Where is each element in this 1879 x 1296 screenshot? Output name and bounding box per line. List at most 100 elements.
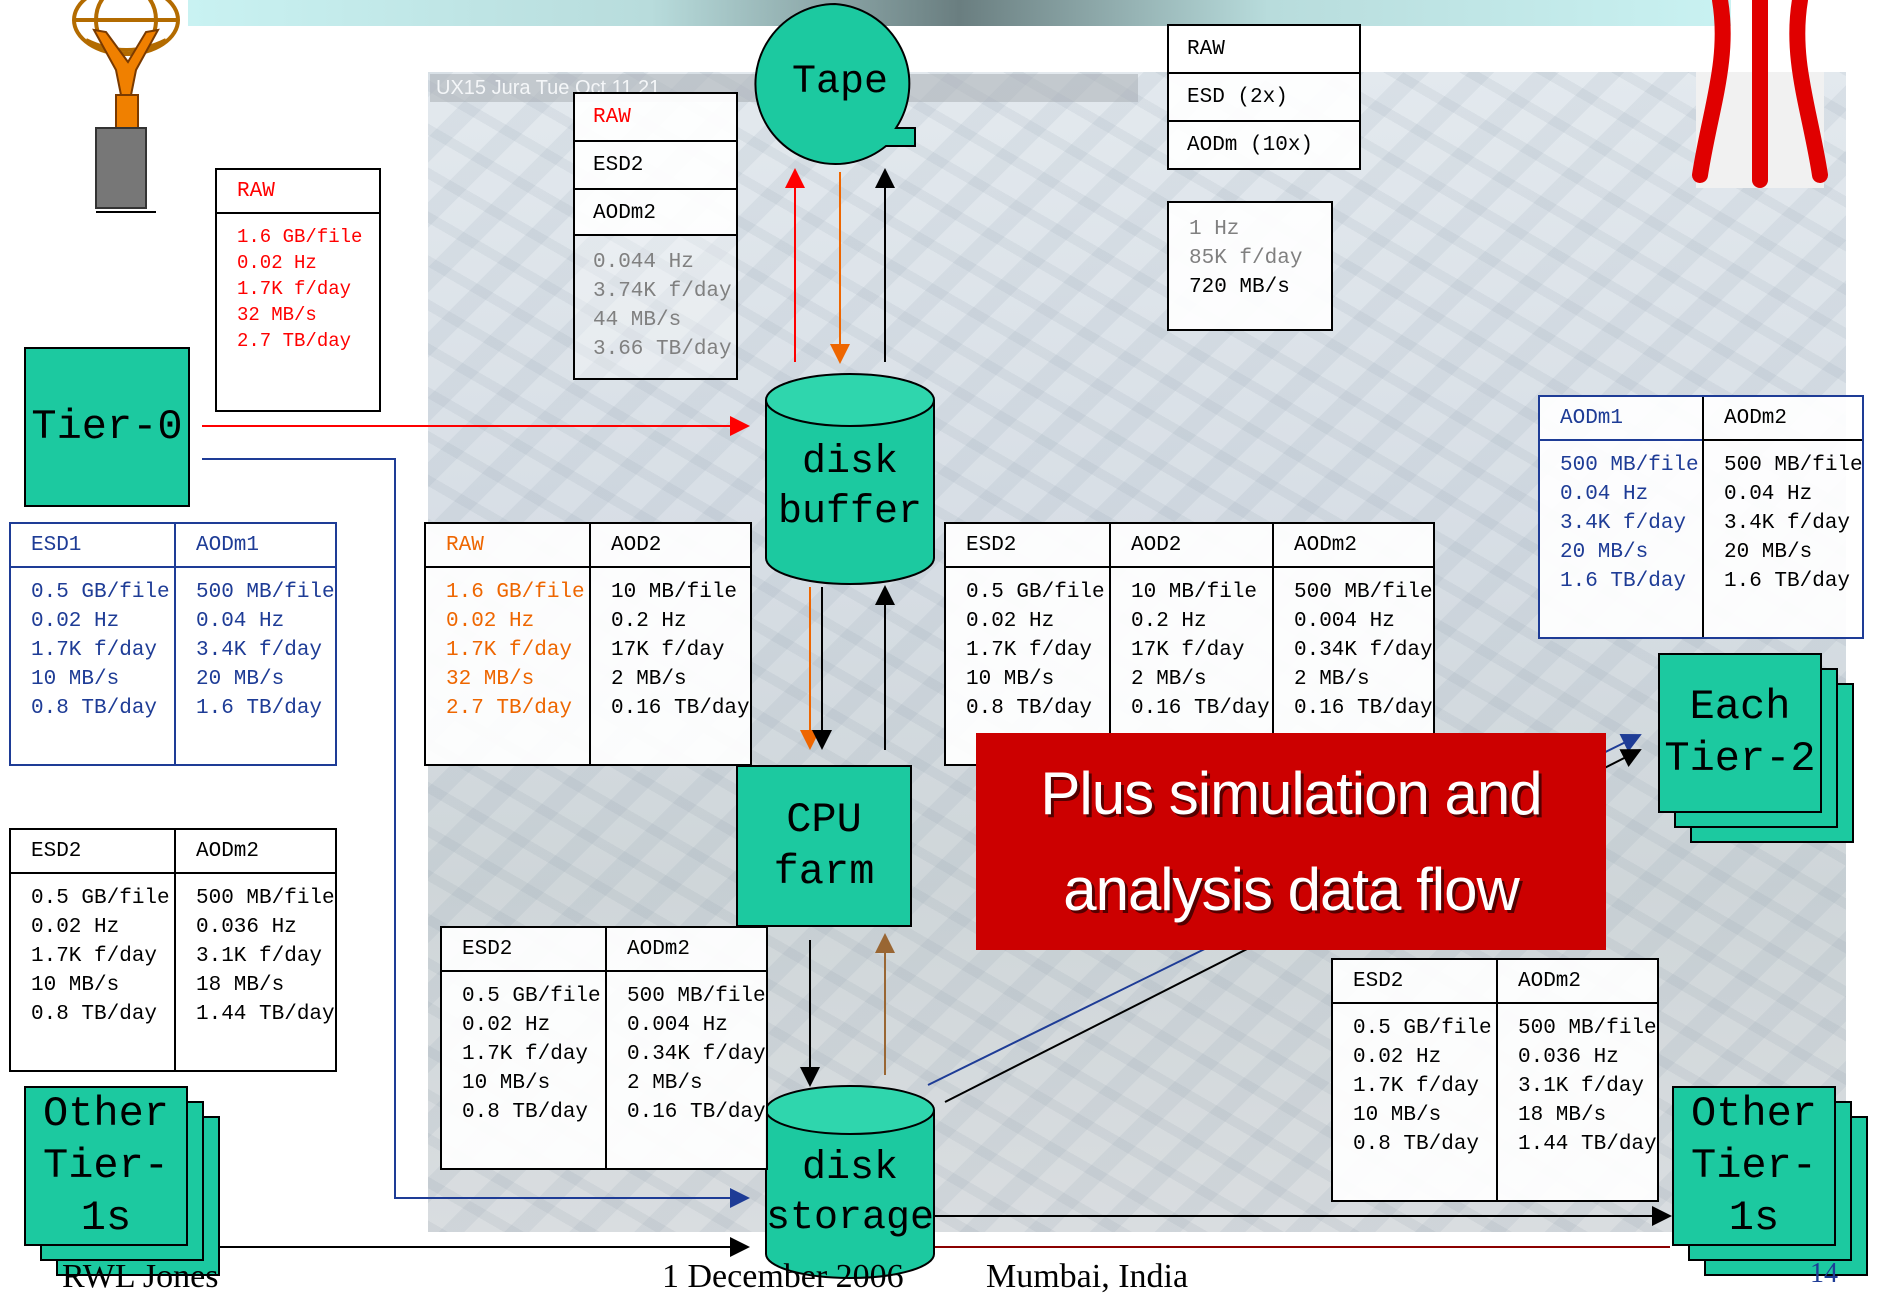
value-line: 0.02 Hz — [237, 250, 379, 276]
value-line: 3.1K f/day — [1518, 1072, 1657, 1101]
value-line: 2 MB/s — [627, 1069, 766, 1098]
value-line: 500 MB/file — [1518, 1014, 1657, 1043]
value-line: 10 MB/file — [611, 578, 750, 607]
value-line: 1.7K f/day — [1353, 1072, 1496, 1101]
disk-storage-label-1: disk — [802, 1146, 898, 1191]
value-line: 1.6 GB/file — [237, 224, 379, 250]
table-column: AODm1 500 MB/file 0.04 Hz 3.4K f/day 20 … — [1540, 397, 1702, 637]
value-line: 0.34K f/day — [1294, 636, 1433, 665]
value-line: 3.74K f/day — [593, 277, 736, 306]
cpu-farm-label-1: CPU — [786, 794, 862, 846]
cpu-out-table: ESD2 0.5 GB/file 0.02 Hz 1.7K f/day 10 M… — [944, 522, 1435, 766]
stack-cell: AODm (10x) — [1169, 122, 1359, 170]
table-column: AOD2 10 MB/file 0.2 Hz 17K f/day 2 MB/s … — [589, 524, 750, 764]
disk-buffer-label-1: disk — [802, 440, 898, 485]
value-line: 0.5 GB/file — [31, 884, 174, 913]
value-line: 10 MB/s — [462, 1069, 605, 1098]
table-column: AOD2 10 MB/file 0.2 Hz 17K f/day 2 MB/s … — [1109, 524, 1272, 764]
column-values: 10 MB/file 0.2 Hz 17K f/day 2 MB/s 0.16 … — [1111, 568, 1272, 723]
value-line: 1.6 TB/day — [1724, 567, 1862, 596]
page-number: 14 — [1810, 1258, 1838, 1290]
value-line: 0.02 Hz — [31, 607, 174, 636]
tape-node: Tape — [750, 0, 920, 175]
value-line: 0.044 Hz — [593, 248, 736, 277]
footer-author: RWL Jones — [62, 1258, 218, 1296]
column-header: AOD2 — [591, 524, 750, 568]
column-values: 0.5 GB/file 0.02 Hz 1.7K f/day 10 MB/s 0… — [11, 874, 174, 1029]
callout-line-1: Plus simulation and — [1040, 746, 1541, 842]
tape-rates-values: 0.044 Hz 3.74K f/day 44 MB/s 3.66 TB/day — [575, 236, 736, 364]
table-column: AODm1 500 MB/file 0.04 Hz 3.4K f/day 20 … — [174, 524, 335, 764]
value-line: 0.16 TB/day — [1294, 694, 1433, 723]
cpu-farm-label-2: farm — [774, 846, 875, 898]
value-line: 2.7 TB/day — [237, 328, 379, 354]
each-tier2-label-1: Each — [1690, 681, 1791, 733]
value-line: 20 MB/s — [1560, 538, 1702, 567]
other-tier1s-right-label-2: Tier-1s — [1674, 1140, 1834, 1244]
event-format-stack: RAW ESD (2x) AODm (10x) — [1167, 24, 1361, 170]
column-values: 10 MB/file 0.2 Hz 17K f/day 2 MB/s 0.16 … — [591, 568, 750, 723]
value-line: 1.7K f/day — [966, 636, 1109, 665]
value-line: 0.16 TB/day — [627, 1098, 766, 1127]
table-column: AODm2 500 MB/file 0.04 Hz 3.4K f/day 20 … — [1702, 397, 1862, 637]
tier0-label: Tier-0 — [31, 401, 182, 453]
value-line: 0.02 Hz — [31, 913, 174, 942]
value-line: 32 MB/s — [446, 665, 589, 694]
value-line: 1.6 TB/day — [196, 694, 335, 723]
tier0-raw-box: RAW 1.6 GB/file 0.02 Hz 1.7K f/day 32 MB… — [215, 168, 381, 412]
value-line: 17K f/day — [611, 636, 750, 665]
callout-box: Plus simulation and analysis data flow — [976, 733, 1606, 950]
value-line: 500 MB/file — [196, 884, 335, 913]
value-line: 1.44 TB/day — [196, 1000, 335, 1029]
value-line: 1.7K f/day — [446, 636, 589, 665]
value-line: 0.02 Hz — [966, 607, 1109, 636]
value-line: 500 MB/file — [1560, 451, 1702, 480]
value-line: 0.04 Hz — [1560, 480, 1702, 509]
value-line: 20 MB/s — [1724, 538, 1862, 567]
tier2-table: AODm1 500 MB/file 0.04 Hz 3.4K f/day 20 … — [1538, 395, 1864, 639]
table-column: ESD2 0.5 GB/file 0.02 Hz 1.7K f/day 10 M… — [1333, 960, 1496, 1200]
value-line: 1.7K f/day — [462, 1040, 605, 1069]
value-line: 3.66 TB/day — [593, 335, 736, 364]
column-values: 500 MB/file 0.004 Hz 0.34K f/day 2 MB/s … — [607, 972, 766, 1127]
column-header: ESD2 — [946, 524, 1109, 568]
column-values: 500 MB/file 0.036 Hz 3.1K f/day 18 MB/s … — [1498, 1004, 1657, 1159]
column-header: AODm2 — [176, 830, 335, 874]
value-line: 0.16 TB/day — [1131, 694, 1272, 723]
tier1-in-table: ESD1 0.5 GB/file 0.02 Hz 1.7K f/day 10 M… — [9, 522, 337, 766]
value-line: 0.8 TB/day — [462, 1098, 605, 1127]
column-values: 500 MB/file 0.04 Hz 3.4K f/day 20 MB/s 1… — [1704, 441, 1862, 596]
column-header: ESD2 — [442, 928, 605, 972]
value-line: 44 MB/s — [593, 306, 736, 335]
value-line: 0.5 GB/file — [462, 982, 605, 1011]
value-line: 1.7K f/day — [31, 942, 174, 971]
event-rates-box: 1 Hz 85K f/day 720 MB/s — [1167, 201, 1333, 331]
tier1-out-table: ESD2 0.5 GB/file 0.02 Hz 1.7K f/day 10 M… — [9, 828, 337, 1072]
column-values: 500 MB/file 0.036 Hz 3.1K f/day 18 MB/s … — [176, 874, 335, 1029]
cpu-to-storage-table: ESD2 0.5 GB/file 0.02 Hz 1.7K f/day 10 M… — [440, 926, 768, 1170]
tape-format-stack: RAW ESD2 AODm2 — [573, 92, 738, 236]
value-line: 0.02 Hz — [1353, 1043, 1496, 1072]
tape-label: Tape — [792, 60, 888, 105]
footer-place: Mumbai, India — [986, 1258, 1188, 1296]
event-rates-values: 1 Hz 85K f/day 720 MB/s — [1169, 203, 1331, 302]
stack-cell: AODm2 — [575, 190, 736, 238]
value-line: 0.02 Hz — [462, 1011, 605, 1040]
cpu-farm-node: CPU farm — [736, 765, 912, 927]
disk-buffer-node: disk buffer — [764, 372, 936, 588]
value-line: 85K f/day — [1189, 244, 1331, 273]
column-values: 0.5 GB/file 0.02 Hz 1.7K f/day 10 MB/s 0… — [442, 972, 605, 1127]
disk-buffer-label-2: buffer — [778, 490, 922, 535]
value-line: 0.04 Hz — [1724, 480, 1862, 509]
value-line: 18 MB/s — [1518, 1101, 1657, 1130]
table-column: RAW 1.6 GB/file 0.02 Hz 1.7K f/day 32 MB… — [426, 524, 589, 764]
other-tier1s-left-label-1: Other — [43, 1088, 169, 1140]
value-line: 500 MB/file — [196, 578, 335, 607]
column-header: AODm2 — [1704, 397, 1862, 441]
table-column: ESD2 0.5 GB/file 0.02 Hz 1.7K f/day 10 M… — [442, 928, 605, 1168]
column-values: 0.5 GB/file 0.02 Hz 1.7K f/day 10 MB/s 0… — [1333, 1004, 1496, 1159]
other-tier1s-right-label-1: Other — [1691, 1088, 1817, 1140]
table-column: AODm2 500 MB/file 0.036 Hz 3.1K f/day 18… — [174, 830, 335, 1070]
column-header: ESD2 — [1333, 960, 1496, 1004]
other-tier1s-left-node: Other Tier-1s — [24, 1086, 188, 1246]
